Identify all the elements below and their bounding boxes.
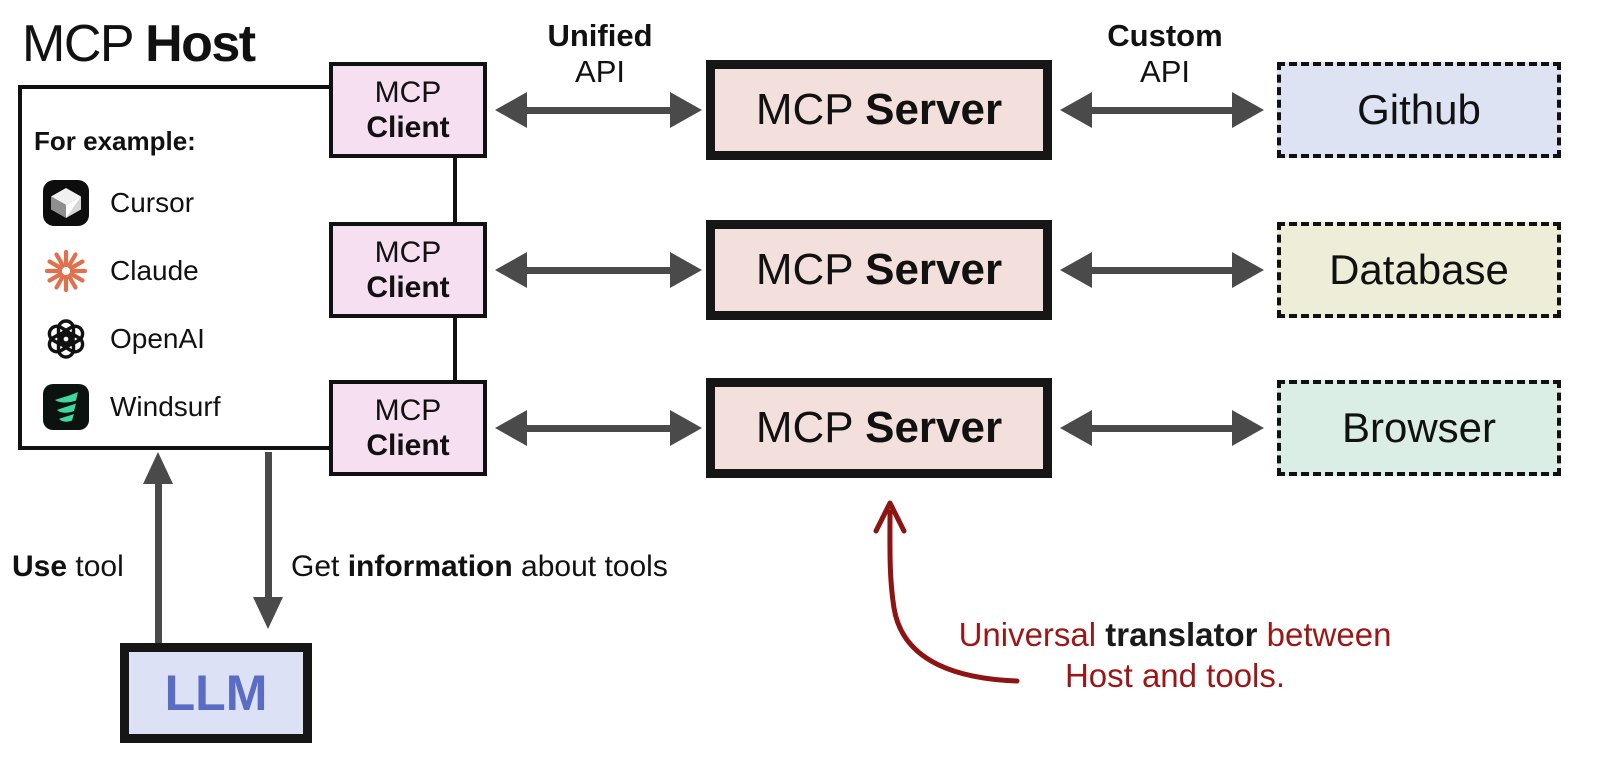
arrow-head-right xyxy=(670,410,702,446)
arrow-head-right xyxy=(670,252,702,288)
client-line2: Client xyxy=(366,429,450,462)
unified-api-label: Unified API xyxy=(500,18,700,90)
client-connector-1 xyxy=(453,158,457,222)
windsurf-icon xyxy=(43,383,89,430)
get-info-arrow xyxy=(265,452,272,599)
use-word: Use xyxy=(12,550,68,583)
cursor-icon xyxy=(43,179,89,226)
client-line1: MCP xyxy=(374,394,442,427)
mcp-host-box xyxy=(18,85,330,450)
get-info-arrowhead xyxy=(253,597,283,629)
client-line2: Client xyxy=(366,111,450,144)
mcp-server-box-1: MCP Server xyxy=(706,60,1052,160)
arrow-head-right xyxy=(670,92,702,128)
server-normal: MCP xyxy=(755,245,866,294)
custom-api-label: Custom API xyxy=(1065,18,1265,90)
arrow-head-left xyxy=(1060,92,1092,128)
llm-label: LLM xyxy=(164,665,268,721)
title-normal: MCP xyxy=(22,15,146,73)
use-tool-label: Use tool xyxy=(12,550,124,584)
mcp-client-box-3: MCP Client xyxy=(329,380,487,476)
app-item-windsurf: Windsurf xyxy=(42,382,220,431)
app-label: Claude xyxy=(110,254,199,286)
arrow-head-left xyxy=(495,252,527,288)
annotation-pre: Universal xyxy=(958,616,1106,653)
arrow-head-left xyxy=(1060,410,1092,446)
app-label: Windsurf xyxy=(110,390,221,422)
arrow-head-right xyxy=(1232,410,1264,446)
client-line2: Client xyxy=(366,271,450,304)
target-box-database: Database xyxy=(1277,222,1561,318)
annotation-text: Universal translator between Host and to… xyxy=(955,614,1395,696)
for-example-heading: For example: xyxy=(34,126,196,156)
tool-word: tool xyxy=(67,550,124,583)
client-server-arrow-2 xyxy=(495,252,702,288)
target-label: Github xyxy=(1357,86,1481,133)
client-connector-2 xyxy=(453,318,457,380)
about-tools-words: about tools xyxy=(512,550,668,583)
mcp-server-box-3: MCP Server xyxy=(706,378,1052,478)
server-target-arrow-2 xyxy=(1060,252,1264,288)
server-normal: MCP xyxy=(755,85,866,134)
server-bold: Server xyxy=(865,85,1003,134)
annotation-line2: Host and tools. xyxy=(1064,657,1286,694)
api-word: API xyxy=(1140,54,1190,89)
get-info-label: Get information about tools xyxy=(291,550,668,584)
openai-icon xyxy=(47,318,85,359)
annotation-post: between xyxy=(1257,616,1392,653)
mcp-client-box-1: MCP Client xyxy=(329,62,487,158)
app-label: OpenAI xyxy=(110,322,205,354)
arrow-head-right xyxy=(1232,92,1264,128)
mcp-client-box-2: MCP Client xyxy=(329,222,487,318)
app-item-cursor: Cursor xyxy=(42,178,220,227)
llm-box: LLM xyxy=(120,643,312,743)
mcp-server-box-2: MCP Server xyxy=(706,220,1052,320)
target-box-github: Github xyxy=(1277,62,1561,158)
custom-word: Custom xyxy=(1107,18,1223,53)
app-item-claude: Claude xyxy=(42,246,220,295)
client-server-arrow-1 xyxy=(495,92,702,128)
target-label: Database xyxy=(1329,246,1509,293)
use-tool-arrowhead xyxy=(143,452,173,484)
client-server-arrow-3 xyxy=(495,410,702,446)
annotation-bold: translator xyxy=(1105,616,1258,653)
client-line1: MCP xyxy=(374,236,442,269)
app-item-openai: OpenAI xyxy=(42,314,220,363)
server-bold: Server xyxy=(865,245,1003,294)
information-word: information xyxy=(347,550,513,583)
diagram-title: MCP Host xyxy=(22,14,256,74)
get-word: Get xyxy=(291,550,348,583)
arrow-head-left xyxy=(1060,252,1092,288)
target-label: Browser xyxy=(1341,404,1497,451)
target-box-browser: Browser xyxy=(1277,380,1561,476)
arrow-head-left xyxy=(495,92,527,128)
arrow-head-left xyxy=(495,410,527,446)
use-tool-arrow xyxy=(155,482,162,643)
host-app-list: Cursor Claude xyxy=(42,178,220,431)
claude-icon xyxy=(44,249,88,292)
arrow-head-right xyxy=(1232,252,1264,288)
unified-word: Unified xyxy=(547,18,653,53)
client-line1: MCP xyxy=(374,76,442,109)
api-word: API xyxy=(575,54,625,89)
server-bold: Server xyxy=(865,403,1003,452)
server-target-arrow-3 xyxy=(1060,410,1264,446)
title-bold: Host xyxy=(145,15,256,73)
server-target-arrow-1 xyxy=(1060,92,1264,128)
app-label: Cursor xyxy=(110,186,195,218)
server-normal: MCP xyxy=(755,403,866,452)
